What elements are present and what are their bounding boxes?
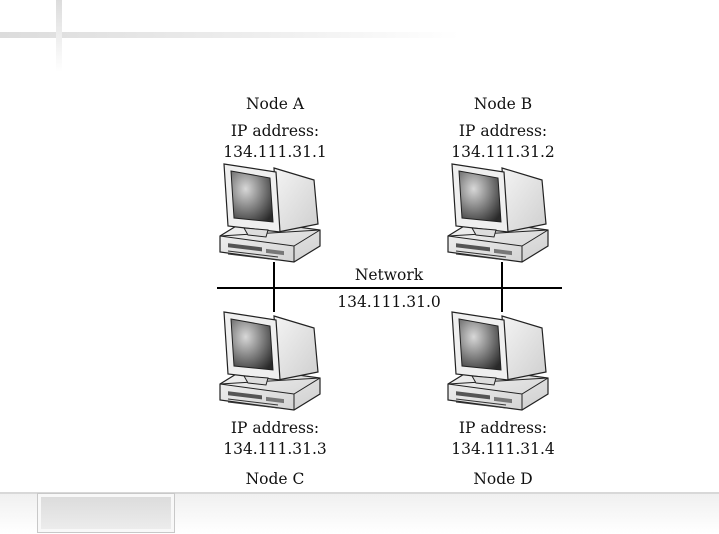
node-b-name: Node B <box>473 95 533 113</box>
slide-footer-box <box>38 494 174 532</box>
network-name: Network <box>354 266 424 284</box>
network-address: 134.111.31.0 <box>337 293 441 311</box>
node-d-ip: 134.111.31.4 <box>451 440 555 458</box>
node-d-ip-label: IP address: <box>458 419 548 437</box>
node-c-label-group: IP address: 134.111.31.3 Node C <box>195 418 355 490</box>
node-d-name: Node D <box>473 470 533 488</box>
node-d-label-group: IP address: 134.111.31.4 Node D <box>423 418 583 490</box>
desktop-computer-icon <box>219 311 321 411</box>
desktop-computer-icon <box>447 163 549 263</box>
node-c-name: Node C <box>245 470 305 488</box>
slide-decor-top <box>0 0 460 72</box>
node-a-name: Node A <box>245 95 305 113</box>
desktop-computer-icon <box>447 311 549 411</box>
node-a-ip-label: IP address: <box>230 122 320 140</box>
node-b-ip: 134.111.31.2 <box>451 143 555 161</box>
node-a-label-group: Node A IP address: 134.111.31.1 <box>195 94 355 163</box>
node-a-ip: 134.111.31.1 <box>223 143 327 161</box>
node-b-label-group: Node B IP address: 134.111.31.2 <box>423 94 583 163</box>
node-b-ip-label: IP address: <box>458 122 548 140</box>
desktop-computer-icon <box>219 163 321 263</box>
node-c-ip-label: IP address: <box>230 419 320 437</box>
node-c-ip: 134.111.31.3 <box>223 440 327 458</box>
